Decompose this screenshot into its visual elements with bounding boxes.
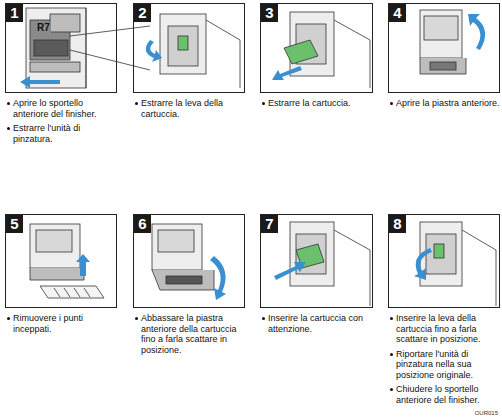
bullet [390, 102, 393, 105]
instruction-caption: Rimuovere i punti inceppati. [6, 313, 118, 334]
step-panel: 3 [260, 3, 373, 93]
step-number: 2 [134, 4, 151, 22]
bullet [7, 102, 10, 105]
instruction-caption: Inserire la cartuccia con attenzione. [261, 313, 373, 334]
bullet [262, 102, 265, 105]
caption-text: Riportare l'unità di pinzatura nella sua… [396, 349, 501, 381]
caption-text: Estrarre l'unità di pinzatura. [13, 123, 118, 144]
step-panel: 7 [260, 214, 373, 308]
instruction-caption: Chiudere lo sportello anteriore del fini… [389, 384, 501, 405]
step-panel: 8 [388, 214, 500, 308]
step-number: 7 [261, 215, 278, 233]
step-number: 8 [389, 215, 406, 233]
instruction-caption: Inserire la leva della cartuccia fino a … [389, 313, 501, 345]
caption-text: Estrarre la cartuccia. [268, 98, 373, 109]
bullet [135, 102, 138, 105]
bullet [390, 317, 393, 320]
part-label: R7 [36, 22, 51, 33]
bullet [7, 317, 10, 320]
caption-text: Abbassare la piastra anteriore della car… [141, 313, 246, 355]
step-panel: 5 [5, 214, 117, 308]
instruction-caption: Aprire lo sportello anteriore del finish… [6, 98, 118, 119]
caption-text: Chiudere lo sportello anteriore del fini… [396, 384, 501, 405]
figure-code: OUR015 [475, 410, 498, 416]
instruction-caption: Estrarre la cartuccia. [261, 98, 373, 109]
caption-text: Estrarre la leva della cartuccia. [141, 98, 246, 119]
caption-text: Inserire la cartuccia con attenzione. [268, 313, 373, 334]
instruction-caption: Aprire la piastra anteriore. [389, 98, 501, 109]
bullet [135, 317, 138, 320]
caption-text: Aprire lo sportello anteriore del finish… [13, 98, 118, 119]
instruction-caption: Abbassare la piastra anteriore della car… [134, 313, 246, 355]
bullet [262, 317, 265, 320]
instruction-caption: Estrarre la leva della cartuccia. [134, 98, 246, 119]
caption-text: Rimuovere i punti inceppati. [13, 313, 118, 334]
step-panel: 4 [388, 3, 500, 93]
step-number: 1 [6, 4, 23, 22]
bullet [7, 127, 10, 130]
step-panel: 2 [133, 3, 245, 93]
step-number: 3 [261, 4, 278, 22]
step-panel: 1 [5, 3, 117, 93]
bullet [390, 353, 393, 356]
instruction-caption: Riportare l'unità di pinzatura nella sua… [389, 349, 501, 381]
caption-text: Aprire la piastra anteriore. [396, 98, 501, 109]
step-number: 6 [134, 215, 151, 233]
step-panel: 6 [133, 214, 245, 308]
step-number: 5 [6, 215, 23, 233]
bullet [390, 388, 393, 391]
caption-text: Inserire la leva della cartuccia fino a … [396, 313, 501, 345]
step-number: 4 [389, 4, 406, 22]
instruction-caption: Estrarre l'unità di pinzatura. [6, 123, 118, 144]
